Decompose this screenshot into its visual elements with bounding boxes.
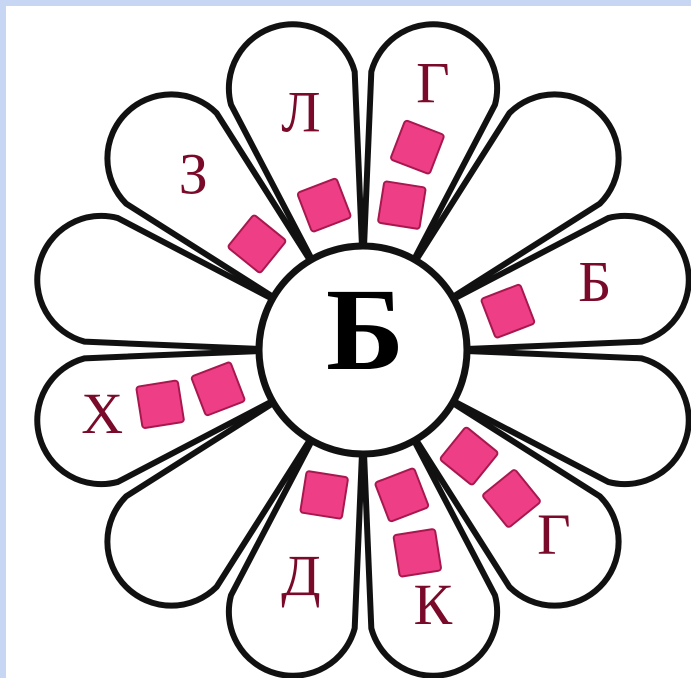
sound-square [393, 529, 441, 577]
petal-letter: Л [281, 79, 320, 144]
center-letter: Б [326, 264, 404, 395]
petal-letter: Б [578, 249, 611, 314]
petal-letter: Х [81, 381, 123, 446]
petal-letter: Д [281, 543, 321, 608]
sound-square [136, 380, 184, 428]
sound-square [300, 471, 348, 519]
flower-diagram: Б Г Б Г К Д Х З Л [6, 6, 691, 678]
petal-letter: З [179, 142, 208, 207]
petal-letter: Г [416, 51, 450, 116]
sound-square [378, 181, 426, 229]
petal-letter: Г [537, 502, 571, 567]
flower-worksheet: Б Г Б Г К Д Х З Л [6, 6, 691, 678]
petal-letter: К [414, 572, 453, 637]
